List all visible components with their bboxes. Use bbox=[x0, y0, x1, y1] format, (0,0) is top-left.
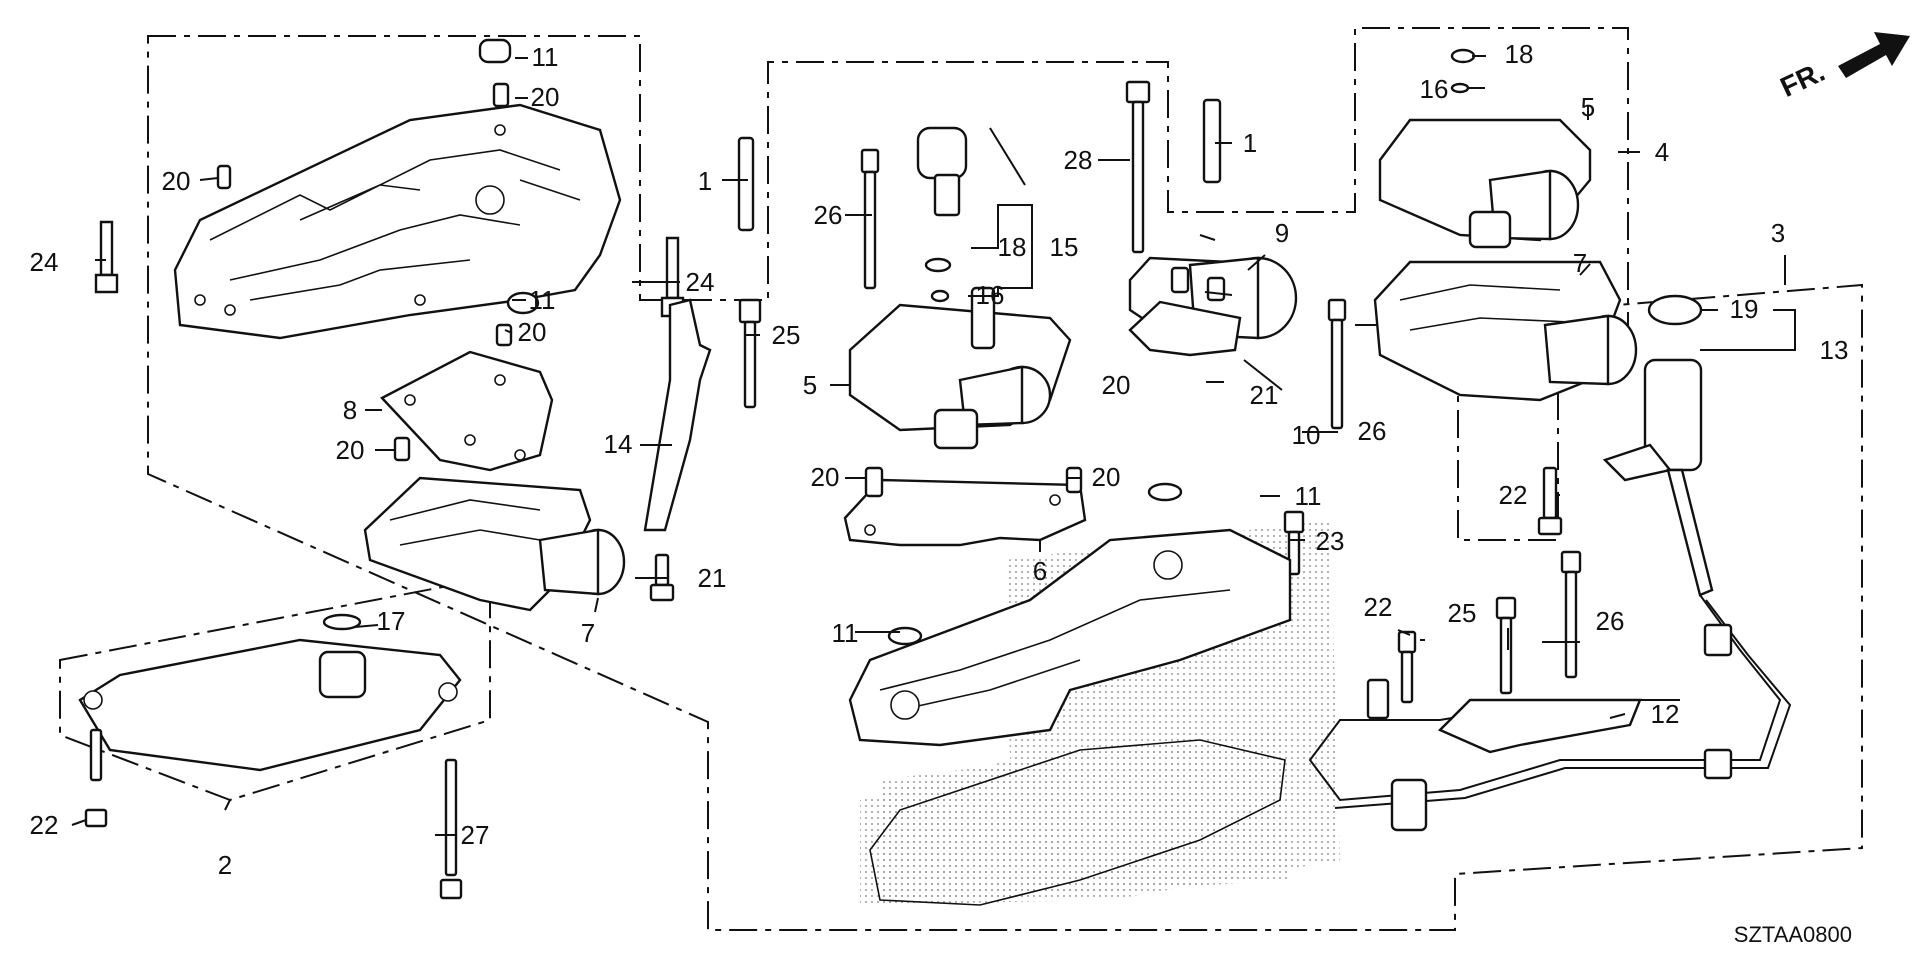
callout-27: 27 bbox=[461, 820, 490, 850]
callout-18: 18 bbox=[998, 232, 1027, 262]
callout-3: 3 bbox=[1771, 218, 1785, 248]
solenoid-body-5-center bbox=[848, 286, 1072, 450]
callout-25: 25 bbox=[1448, 598, 1477, 628]
callout-20: 20 bbox=[162, 166, 191, 196]
wire-harness-13 bbox=[1308, 594, 1792, 832]
callout-5: 5 bbox=[1581, 92, 1595, 122]
callout-20: 20 bbox=[531, 82, 560, 112]
diagram-code: SZTAA0800 bbox=[1734, 922, 1852, 947]
solenoid-15 bbox=[916, 126, 1026, 303]
callout-23: 23 bbox=[1316, 526, 1345, 556]
callout-15: 15 bbox=[1050, 232, 1079, 262]
callout-20: 20 bbox=[1102, 370, 1131, 400]
callout-14: 14 bbox=[604, 429, 633, 459]
callout-16: 16 bbox=[1420, 74, 1449, 104]
callout-12: 13 bbox=[1820, 335, 1849, 365]
dowel-pin-1-right bbox=[1202, 98, 1222, 184]
callout-22: 22 bbox=[1499, 480, 1528, 510]
callout-20: 20 bbox=[1092, 462, 1121, 492]
callout-26: 26 bbox=[814, 200, 843, 230]
main-valve-body-lower bbox=[848, 482, 1292, 747]
separator-plate-6 bbox=[843, 466, 1087, 547]
callout-26: 26 bbox=[1358, 416, 1387, 446]
callout-24: 24 bbox=[30, 247, 59, 277]
callout-8: 8 bbox=[343, 395, 357, 425]
front-direction-indicator: FR. bbox=[1776, 32, 1910, 103]
callout-20: 21 bbox=[1250, 380, 1279, 410]
bracket-13 bbox=[1437, 698, 1642, 754]
callout-7: 7 bbox=[1573, 248, 1587, 278]
callout-19: 19 bbox=[1730, 294, 1759, 324]
callout-20: 20 bbox=[518, 317, 547, 347]
callout-2: 2 bbox=[218, 850, 232, 880]
main-valve-body-upper bbox=[173, 38, 622, 340]
solenoid-assembly-4 bbox=[1378, 48, 1592, 249]
bolts-lower-right bbox=[1397, 466, 1582, 704]
callout-26: 26 bbox=[1596, 606, 1625, 636]
callout-20: 20 bbox=[336, 435, 365, 465]
callout-4: 4 bbox=[1655, 137, 1669, 167]
callout-20: 20 bbox=[811, 462, 840, 492]
callout-25: 25 bbox=[772, 320, 801, 350]
bolt-25-center bbox=[738, 298, 762, 409]
secondary-valve-body bbox=[363, 476, 626, 612]
callout-11: 11 bbox=[1295, 481, 1322, 511]
bolt-26-center bbox=[860, 148, 880, 290]
callout-7: 7 bbox=[581, 618, 595, 648]
leader-lines bbox=[71, 55, 1796, 836]
callout-21: 21 bbox=[698, 563, 727, 593]
callout-labels: 11 20 20 24 24 11 20 8 20 14 21 7 17 22 … bbox=[30, 39, 1849, 880]
callout-13: 12 bbox=[1651, 699, 1680, 729]
callout-10: 10 bbox=[1292, 420, 1321, 450]
callout-18: 18 bbox=[1505, 39, 1534, 69]
callout-21: 22 bbox=[1364, 592, 1393, 622]
callout-16: 16 bbox=[976, 280, 1005, 310]
separator-plate-8 bbox=[380, 323, 554, 472]
valve-body-7-right bbox=[1373, 260, 1638, 402]
bolt-23 bbox=[1283, 510, 1305, 576]
plate-10 bbox=[1128, 266, 1242, 357]
callout-6: 6 bbox=[1033, 556, 1047, 586]
separator-plate-lower bbox=[869, 739, 1286, 906]
callout-22: 22 bbox=[30, 810, 59, 840]
bolt-28 bbox=[1125, 80, 1151, 254]
callout-28: 28 bbox=[1064, 145, 1093, 175]
callout-5: 5 bbox=[803, 370, 817, 400]
callout-1: 1 bbox=[698, 166, 712, 196]
bracket-14 bbox=[643, 298, 712, 602]
callout-11: 11 bbox=[832, 618, 859, 648]
dowel-pin-1-left bbox=[737, 136, 755, 232]
callout-9: 9 bbox=[1275, 218, 1289, 248]
connector-12 bbox=[1602, 294, 1714, 597]
front-direction-label: FR. bbox=[1776, 56, 1830, 103]
oil-strainer-2 bbox=[78, 613, 463, 900]
callout-11: 11 bbox=[529, 285, 556, 315]
bolt-26-right bbox=[1327, 298, 1347, 430]
callout-17: 17 bbox=[377, 606, 406, 636]
callout-11: 11 bbox=[532, 42, 559, 72]
callout-24: 24 bbox=[686, 267, 715, 297]
bolt-24-left bbox=[94, 220, 119, 294]
callout-1: 1 bbox=[1243, 128, 1257, 158]
